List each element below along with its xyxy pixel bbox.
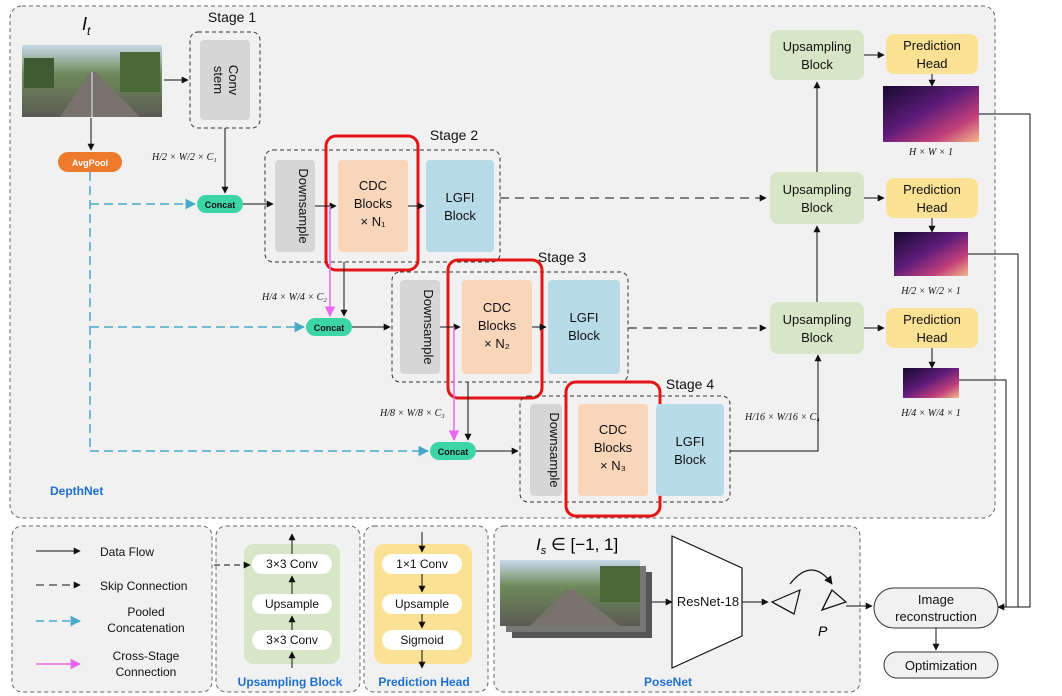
stage4-title: Stage 4 — [666, 376, 714, 392]
stage1-title: Stage 1 — [208, 9, 256, 25]
upsampling-block-3 — [770, 302, 864, 354]
concat-node-2 — [306, 318, 352, 336]
posenet-caption: PoseNet — [644, 675, 692, 689]
depth-output-2 — [894, 232, 968, 276]
stage2-lgfi-block — [426, 160, 494, 252]
stage2-downsample-label: Downsample — [296, 168, 311, 243]
stage4-downsample — [530, 404, 562, 496]
stage1-dims: H/2 × W/2 × C₁ — [151, 152, 217, 163]
out3-dims: H/4 × W/4 × 1 — [900, 408, 961, 419]
pose-label: P — [818, 623, 828, 639]
upsampling-detail-upsample — [252, 594, 332, 614]
prediction-detail-conv — [382, 554, 462, 574]
stage2-title: Stage 2 — [430, 127, 478, 143]
upsampling-detail-conv-top — [252, 554, 332, 574]
optimization-node — [883, 651, 999, 679]
prediction-detail-upsample-label: Upsample — [395, 597, 449, 611]
upsampling-detail-upsample-label: Upsample — [265, 597, 319, 611]
flow-out3-to-recon — [959, 379, 1007, 607]
optimization-label: Optimization — [905, 658, 977, 673]
concat-label-3: Concat — [438, 447, 469, 457]
depthnet-caption: DepthNet — [50, 484, 103, 498]
stage4-box — [519, 395, 731, 503]
prediction-detail-sigmoid-label: Sigmoid — [400, 633, 443, 647]
stage4-downsample-label: Downsample — [547, 412, 562, 487]
upsampling-detail-conv-bottom — [252, 630, 332, 650]
stage3-lgfi-block — [548, 280, 620, 374]
stage3-dims: H/8 × W/8 × C₃ — [379, 408, 445, 419]
out2-dims: H/2 × W/2 × 1 — [900, 286, 961, 297]
upsampling-detail-conv-top-label: 3×3 Conv — [266, 557, 318, 571]
stage2-downsample — [275, 160, 315, 252]
out1-dims: H × W × 1 — [908, 147, 953, 158]
depthnet-container — [9, 5, 996, 519]
upsampling-block-2 — [770, 172, 864, 224]
stage3-downsample-label: Downsample — [421, 289, 436, 364]
flow-out2-to-recon — [968, 253, 1019, 607]
stage4-cdc-block — [578, 404, 648, 496]
input-image-it — [22, 45, 162, 117]
depth-output-3 — [903, 368, 959, 398]
stage3-box — [391, 271, 629, 383]
stage4-dims: H/16 × W/16 × C₄ — [744, 412, 820, 423]
stage3-title: Stage 3 — [538, 249, 586, 265]
prediction-head-3 — [886, 308, 978, 348]
stage3-downsample — [400, 280, 440, 374]
prediction-detail-sigmoid — [382, 630, 462, 650]
resnet-label: ResNet-18 — [677, 594, 739, 609]
flow-stage4-to-upsampling3 — [730, 354, 822, 452]
prediction-detail-caption: Prediction Head — [378, 675, 469, 689]
prediction-head-2 — [886, 178, 978, 218]
depth-output-1 — [883, 86, 979, 142]
upsampling-detail-conv-bottom-label: 3×3 Conv — [266, 633, 318, 647]
flow-out1-to-recon — [979, 113, 1031, 611]
resnet-encoder — [671, 535, 743, 669]
avgpool-node — [58, 152, 122, 172]
concat-label-2: Concat — [314, 323, 345, 333]
upsampling-block-1 — [770, 30, 864, 80]
conv-stem-block — [200, 40, 250, 120]
stage2-cdc-block — [338, 160, 408, 252]
stage3-cdc-block — [462, 280, 532, 374]
input-label-it: It — [82, 14, 91, 38]
camera-pose-icon — [770, 569, 848, 615]
upsampling-detail-caption: Upsampling Block — [238, 675, 343, 689]
prediction-head-1 — [886, 34, 978, 74]
avgpool-label: AvgPool — [72, 158, 108, 168]
legend-skip-connection: Skip Connection — [100, 579, 187, 593]
concat-node-1 — [197, 195, 243, 213]
legend-data-flow: Data Flow — [100, 545, 154, 559]
conv-stem-label: Convstem — [211, 65, 241, 96]
prediction-detail-upsample — [382, 594, 462, 614]
prediction-detail-conv-label: 1×1 Conv — [396, 557, 448, 571]
stage2-box — [264, 149, 501, 263]
legend-panel — [11, 525, 213, 693]
concat-label-1: Concat — [205, 200, 236, 210]
stage2-dims: H/4 × W/4 × C₂ — [261, 292, 327, 303]
stage4-lgfi-block — [656, 404, 724, 496]
posenet-input-images — [500, 560, 652, 638]
posenet-input-label: Is ∈ [−1, 1] — [536, 535, 618, 557]
concat-node-3 — [430, 442, 476, 460]
